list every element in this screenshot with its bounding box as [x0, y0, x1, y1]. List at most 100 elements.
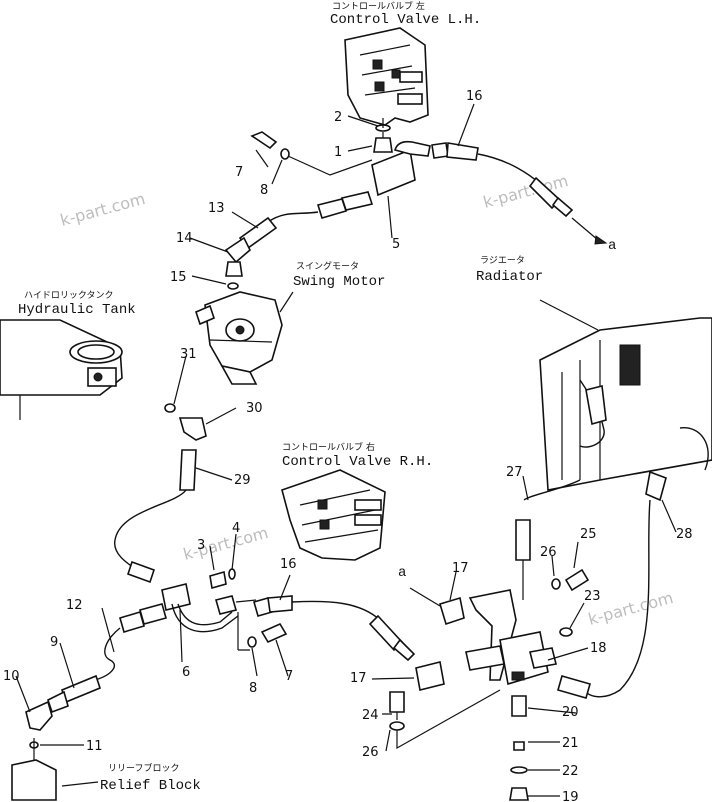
bolt-25 — [564, 568, 590, 592]
relief-block-label: Relief Block — [100, 778, 201, 794]
bolt-7-top — [250, 131, 278, 150]
callout-28: 28 — [676, 527, 693, 542]
elbow-10 — [25, 700, 53, 731]
relief-block — [11, 759, 57, 801]
callout-19: 19 — [562, 790, 579, 802]
adapter-20 — [511, 695, 527, 717]
callout-27: 27 — [506, 465, 523, 480]
hose-13 — [267, 211, 319, 223]
hose-16-lower — [291, 600, 381, 621]
bolt-7-lower — [260, 622, 288, 644]
control-valve-rh — [281, 469, 386, 561]
hydraulic-tank-jp-label: ハイドロリックタンク — [24, 290, 113, 301]
callout-11: 11 — [86, 739, 103, 754]
callout-17-lower: 17 — [350, 671, 367, 686]
callout-16-lower: 16 — [280, 557, 297, 572]
callout-15: 15 — [170, 270, 187, 285]
callouts: 1 2 3 4 5 6 7 7 8 8 9 10 11 12 13 14 15 … — [3, 89, 693, 802]
connector-a-top: a — [608, 238, 616, 254]
block-5 — [371, 148, 416, 197]
callout-9: 9 — [50, 635, 58, 650]
hose-13-fitting — [340, 191, 374, 211]
washer-26-upper — [551, 578, 561, 590]
callout-10: 10 — [3, 669, 20, 684]
o-ring-4 — [228, 568, 236, 580]
callout-7-top: 7 — [235, 165, 243, 180]
control-valve-rh-jp-label: コントロールバルブ 右 — [282, 441, 375, 453]
callout-24: 24 — [362, 708, 379, 723]
hydraulic-tank-label: Hydraulic Tank — [18, 302, 136, 318]
part-21 — [513, 741, 525, 751]
washer-8-top — [280, 148, 290, 160]
plug-19 — [509, 787, 529, 801]
callout-29: 29 — [234, 473, 251, 488]
callout-17-top: 17 — [452, 561, 469, 576]
callout-4: 4 — [232, 521, 240, 536]
bolt-24 — [389, 691, 405, 713]
swing-motor-label: Swing Motor — [293, 274, 385, 290]
connector-a-bottom: a — [398, 565, 406, 581]
radiator-jp-label: ラジエータ — [480, 255, 525, 266]
watermark: k-part.com — [58, 189, 147, 230]
callout-31: 31 — [180, 347, 197, 362]
tube-6 — [177, 603, 233, 626]
callout-14: 14 — [176, 231, 193, 246]
swing-motor-jp-label: スイングモータ — [296, 260, 359, 272]
callout-2: 2 — [334, 110, 342, 125]
washer-8-lower — [247, 636, 257, 648]
o-ring-22 — [510, 766, 528, 774]
swing-motor — [195, 291, 283, 385]
elbow-14 — [224, 236, 251, 264]
callout-22: 22 — [562, 764, 579, 779]
o-ring-31 — [164, 403, 176, 413]
hose-28 — [583, 499, 651, 698]
control-valve-lh — [344, 27, 429, 126]
callout-5: 5 — [392, 237, 400, 252]
callout-12: 12 — [66, 598, 83, 613]
hose-9-fitting — [61, 674, 101, 704]
callout-26-lower: 26 — [362, 745, 379, 760]
hose-27-fitting — [515, 519, 531, 561]
elbow-30 — [178, 417, 207, 441]
hose-29-fitting — [179, 449, 197, 491]
block-18 — [499, 631, 549, 686]
control-valve-rh-label: Control Valve R.H. — [282, 454, 433, 470]
radiator-label: Radiator — [476, 269, 543, 285]
watermark: k-part.com — [181, 523, 270, 564]
callout-25: 25 — [580, 527, 597, 542]
hose-27 — [523, 479, 581, 501]
hose-12 — [94, 627, 121, 681]
callout-3: 3 — [197, 538, 205, 553]
block-6 — [161, 583, 191, 611]
control-valve-lh-label: Control Valve L.H. — [330, 12, 481, 28]
hydraulic-tank — [0, 319, 123, 420]
callout-26-upper: 26 — [540, 545, 557, 560]
control-valve-lh-jp-label: コントロールバルブ 左 — [332, 0, 425, 12]
callout-8-lower: 8 — [249, 681, 257, 696]
adapter-3 — [209, 570, 227, 590]
washer-26-lower — [389, 721, 405, 731]
callout-1: 1 — [334, 145, 342, 160]
hose-16-fitting — [431, 142, 449, 159]
hose-12-fitting — [139, 603, 167, 625]
callout-23: 23 — [584, 589, 601, 604]
radiator — [539, 317, 712, 491]
callout-6: 6 — [182, 665, 190, 680]
callout-16-top: 16 — [466, 89, 483, 104]
callout-8-top: 8 — [260, 183, 268, 198]
adapter-1 — [373, 137, 393, 153]
callout-30: 30 — [246, 401, 263, 416]
callout-13: 13 — [208, 201, 225, 216]
hose-29 — [114, 489, 187, 573]
callout-18: 18 — [590, 641, 607, 656]
callout-7-lower: 7 — [285, 669, 293, 684]
elbow-17-top — [439, 596, 465, 626]
callout-20: 20 — [562, 705, 579, 720]
elbow-17-lower — [415, 661, 445, 691]
relief-block-jp-label: リリーフブロック — [108, 762, 179, 774]
adapter-15 — [225, 261, 243, 277]
callout-21: 21 — [562, 736, 579, 751]
hose-28-fitting — [645, 470, 667, 502]
plug-23 — [559, 627, 573, 637]
